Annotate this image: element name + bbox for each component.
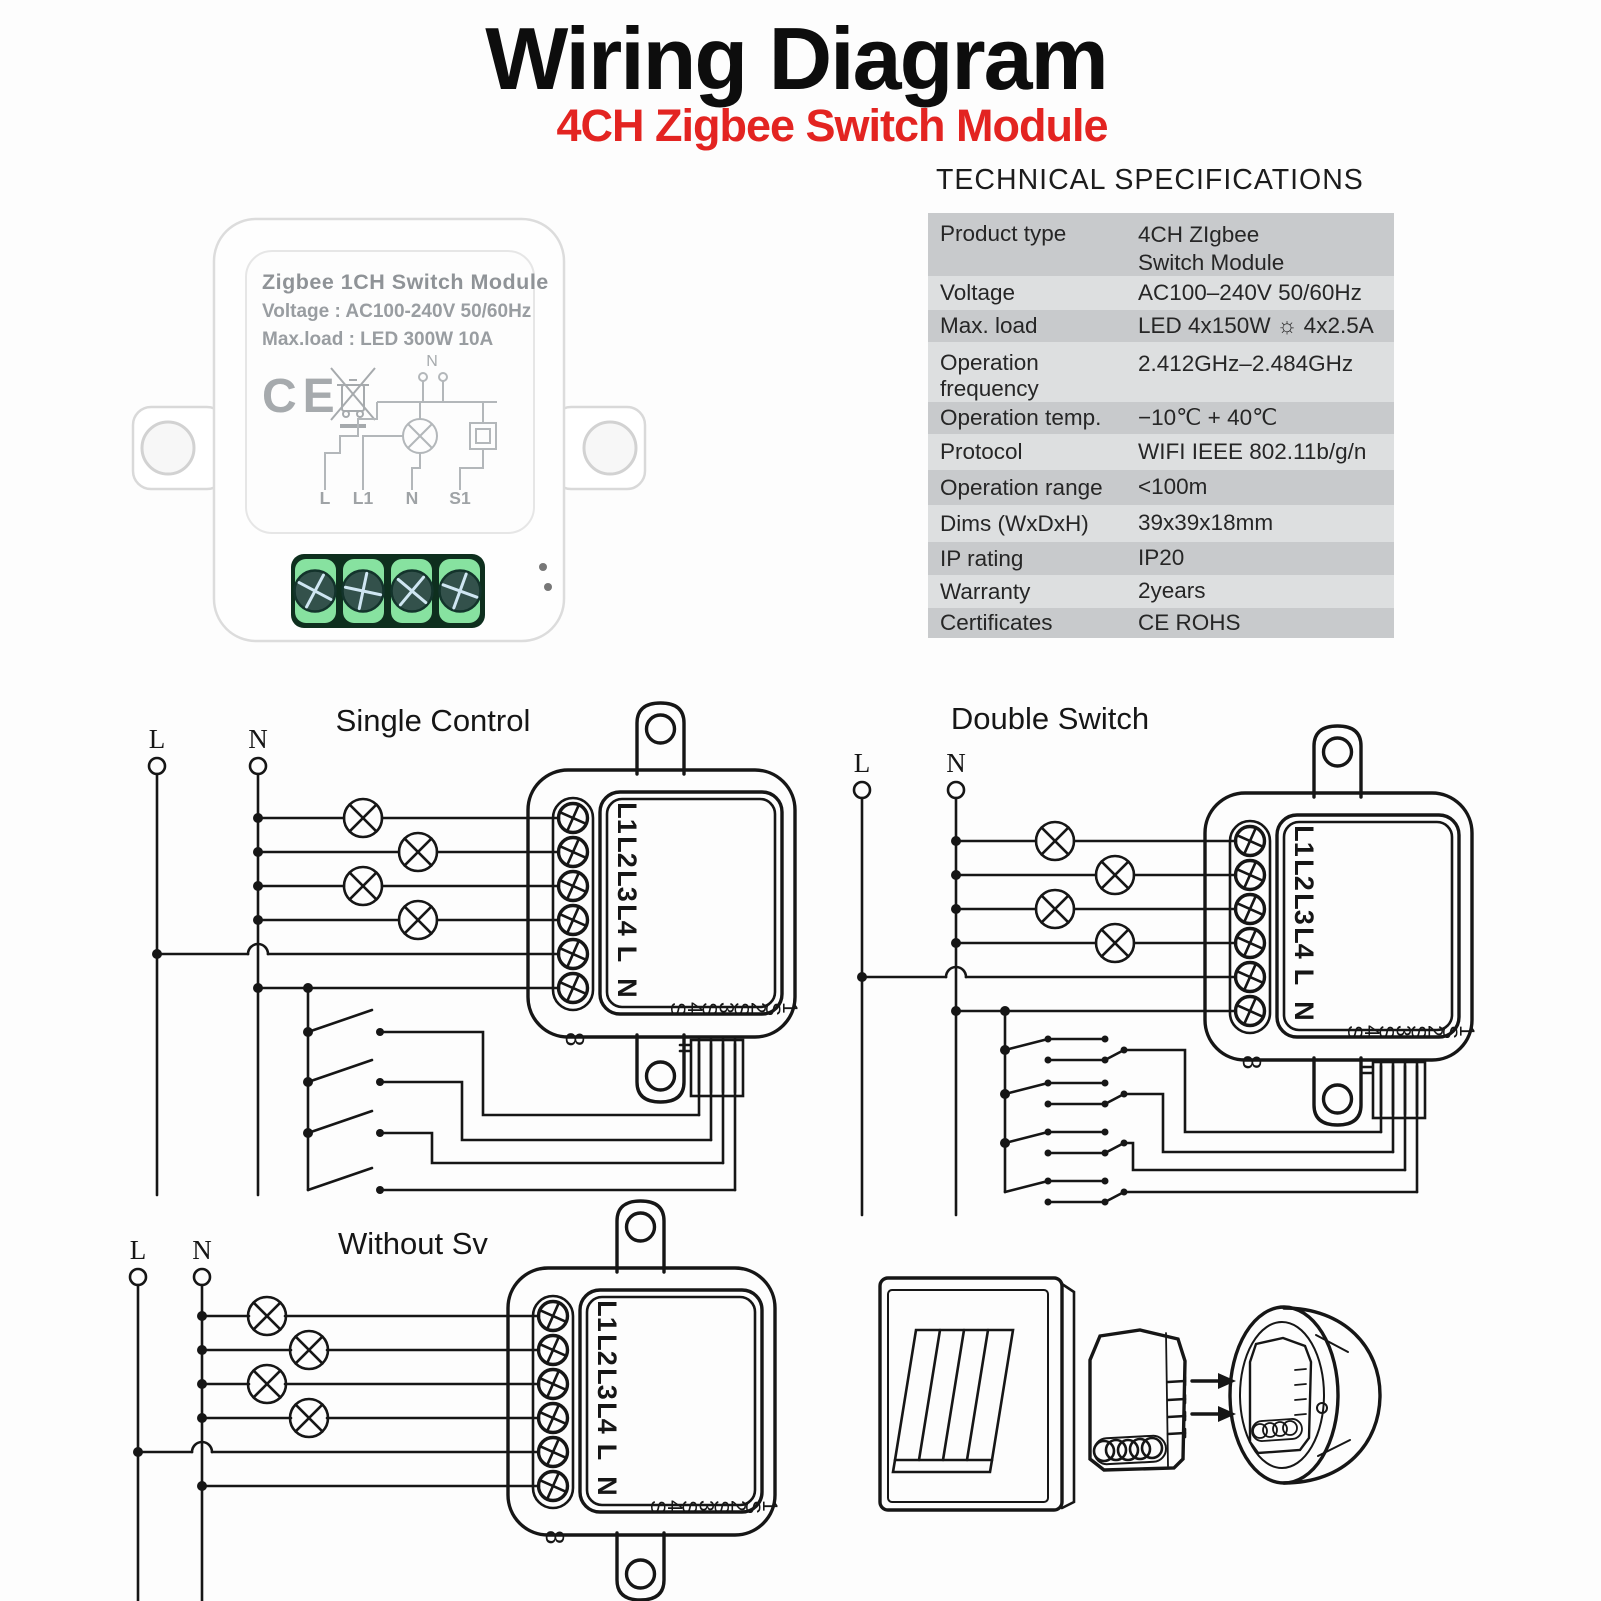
round-junction-box (1228, 1305, 1382, 1485)
product-photo: Zigbee 1CH Switch Module Voltage : AC100… (131, 217, 647, 643)
svg-text:L1: L1 (353, 488, 374, 508)
weee-icon (330, 367, 376, 428)
status-led-dots (539, 563, 552, 591)
spec-row: Operation range <100m (928, 470, 1394, 505)
diagram-double-switch: Double Switch L N (852, 701, 1480, 1217)
double-switch-title: Double Switch (951, 701, 1149, 736)
single-wiring-lines (152, 772, 561, 1197)
spec-value: <100m (1138, 474, 1208, 500)
spec-label: Operation temp. (940, 405, 1102, 431)
svg-text:S1: S1 (449, 488, 471, 508)
module-pins (1166, 1375, 1187, 1439)
spec-value: −10℃ + 40℃ (1138, 404, 1278, 430)
mounting-hole-right (582, 420, 638, 476)
spec-value: WIFI IEEE 802.11b/g/n (1138, 438, 1367, 464)
spec-value: CE ROHS (1138, 609, 1241, 635)
printed-terminal-labels: L L1 N S1 (320, 488, 471, 508)
spec-row: IP rating IP20 (928, 542, 1394, 575)
mounting-hole-left (140, 420, 196, 476)
without-switch-title: Without Sv (338, 1226, 488, 1261)
ribbon-connector (1360, 1060, 1427, 1120)
module-terminal-row (1251, 1418, 1303, 1442)
without-n-label: N (192, 1235, 212, 1265)
spec-value: 2.412GHz–2.484GHz (1138, 351, 1354, 376)
spec-row: Protocol WIFI IEEE 802.11b/g/n (928, 434, 1394, 470)
printed-mini-schematic: N (324, 353, 497, 490)
spec-label: Warranty (940, 578, 1031, 604)
printed-text: Zigbee 1CH Switch Module Voltage : AC100… (262, 270, 549, 350)
double-l-label: L (854, 748, 871, 778)
spec-value: 39x39x18mm (1138, 510, 1274, 536)
wall-switch-icon (306, 1166, 384, 1194)
module-pins (1294, 1368, 1307, 1416)
without-l-label: L (130, 1235, 147, 1265)
spec-label: Dims (WxDxH) (940, 510, 1089, 536)
svg-text:N: N (406, 488, 419, 508)
single-switch-bank (303, 986, 745, 1194)
single-control-title: Single Control (336, 703, 531, 738)
page-title: Wiring Diagram (485, 9, 1109, 108)
spec-label: Operation frequency (940, 350, 1039, 401)
spec-label: Operation range (940, 474, 1103, 500)
spec-value: 4CH ZIgbee Switch Module (1138, 222, 1285, 276)
schematic-n-label: N (426, 353, 438, 370)
arrow-icon (1190, 1373, 1236, 1389)
spec-value: LED 4x150W ☼ 4x2.5A (1138, 312, 1374, 338)
spec-label: Voltage (940, 280, 1016, 306)
spec-row: Operation temp. −10℃ + 40℃ (928, 402, 1394, 434)
arrow-icon (1190, 1406, 1236, 1422)
ribbon-connector (678, 1038, 745, 1098)
spec-row: Warranty 2years (928, 575, 1394, 608)
wall-switch-icon (306, 1058, 384, 1086)
spec-row: Max. load LED 4x150W ☼ 4x2.5A (928, 310, 1394, 342)
spec-label: Max. load (940, 313, 1038, 339)
double-n-label: N (946, 748, 966, 778)
installation-illustration (878, 1276, 1382, 1512)
diagram-single-control: L1 L2 L3 L4 L N S4S3S2S1 8 Single Contro… (147, 690, 800, 1197)
spec-row: Voltage AC100–240V 50/60Hz (928, 276, 1394, 310)
spec-label: Product type (940, 221, 1067, 246)
spec-label: Certificates (940, 610, 1053, 636)
ce-mark: CE (262, 370, 341, 423)
photo-product-name: Zigbee 1CH Switch Module (262, 270, 549, 294)
specs-heading: TECHNICAL SPECIFICATIONS (936, 164, 1364, 196)
spec-value: AC100–240V 50/60Hz (1138, 279, 1362, 305)
two-way-switch-icon (1003, 1035, 1128, 1064)
double-switch-bank (1000, 1009, 1427, 1206)
module-mounting-ears (131, 405, 647, 491)
single-n-label: N (248, 724, 268, 754)
module-terminal-row (1092, 1434, 1167, 1466)
page-subtitle: 4CH Zigbee Switch Module (556, 100, 1108, 151)
spec-row: Certificates CE ROHS (928, 608, 1394, 638)
double-wiring-lines (857, 796, 1238, 1217)
photo-load-line: Max.load : LED 300W 10A (262, 329, 494, 350)
module-inside-box (1248, 1336, 1313, 1455)
wall-switch-plate (878, 1276, 1076, 1512)
spec-label: IP rating (940, 545, 1024, 571)
specs-table: Product type 4CH ZIgbee Switch Module Vo… (928, 213, 1394, 638)
green-terminal-block (291, 554, 485, 628)
spec-row: Operation frequency 2.412GHz–2.484GHz (928, 342, 1394, 402)
svg-text:L: L (320, 488, 331, 508)
spec-row: Dims (WxDxH) 39x39x18mm (928, 505, 1394, 542)
single-l-label: L (149, 724, 166, 754)
switch-module-side-view (1088, 1328, 1187, 1472)
two-way-switch-icon (1003, 1177, 1128, 1206)
without-wiring-lines (133, 1283, 541, 1601)
diagram-without-switch: Without Sv L N (128, 1195, 810, 1601)
two-way-switch-icon (1003, 1128, 1128, 1157)
wall-switch-icon (306, 1008, 384, 1036)
spec-label: Protocol (940, 439, 1023, 465)
spec-value: IP20 (1138, 545, 1185, 571)
wall-switch-icon (306, 1109, 384, 1137)
spec-value: 2years (1138, 578, 1206, 604)
spec-row: Product type 4CH ZIgbee Switch Module (928, 213, 1394, 276)
module-body (212, 217, 566, 643)
switch-rockers (891, 1328, 1015, 1474)
photo-voltage-line: Voltage : AC100-240V 50/60Hz (262, 301, 531, 322)
two-way-switch-icon (1003, 1079, 1128, 1108)
